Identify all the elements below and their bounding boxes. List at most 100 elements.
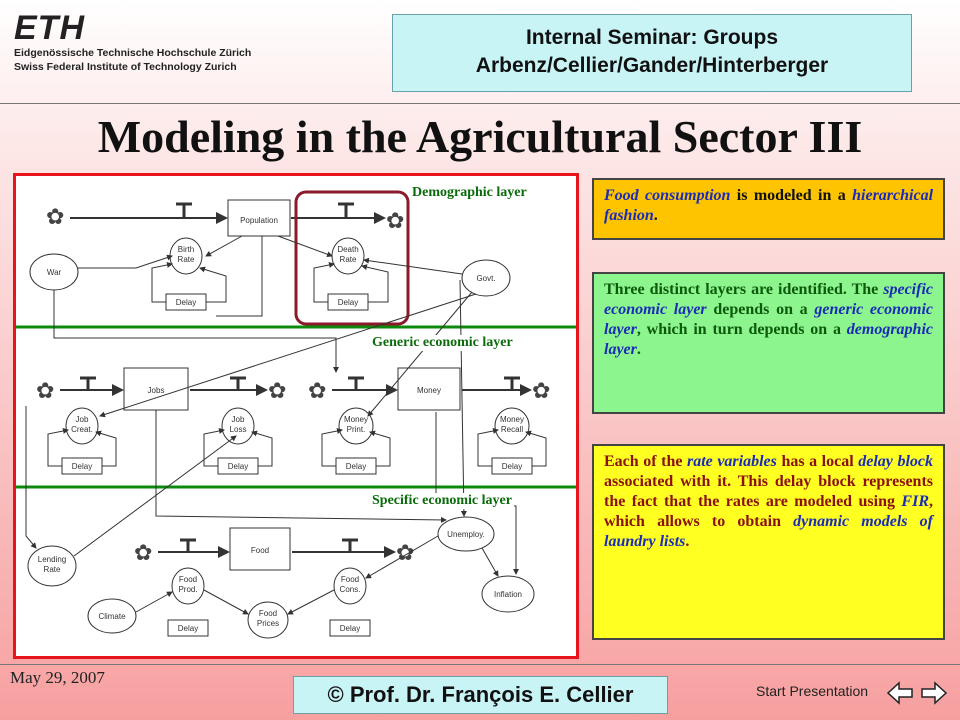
population-box — [227, 199, 291, 237]
slide-title: Modeling in the Agricultural Sector III — [97, 111, 863, 162]
death-rate-label1: Death — [337, 245, 358, 254]
box3-text5: . — [685, 533, 690, 550]
back-arrow-icon[interactable] — [886, 680, 916, 706]
box3-emph1: rate variables — [687, 453, 777, 470]
food-prod-label1: Food — [179, 575, 197, 584]
climate-node — [87, 598, 137, 634]
job-creat-delay-label: Delay — [72, 462, 92, 471]
food-prices-node — [247, 601, 289, 639]
generic-economic-layer-group: ✿ ✿ Jobs Job Creat. Job Loss Delay Delay… — [36, 290, 550, 475]
food-consumption-box: Food consumption is modeled in a hierarc… — [592, 178, 945, 240]
generic-economic-layer-label: Generic economic layer — [370, 335, 515, 351]
eth-logo-line1: Eidgenössische Technische Hochschule Zür… — [14, 47, 252, 59]
job-loss-label1: Job — [232, 415, 245, 424]
box2-emph1: specific economic layer — [604, 281, 933, 318]
footer-divider — [0, 664, 960, 665]
box2-emph2: generic economic layer — [604, 301, 934, 338]
money-print-delay-label: Delay — [346, 462, 366, 471]
inflation-label: Inflation — [494, 590, 522, 599]
food-box — [229, 527, 291, 571]
copyright-banner: © Prof. Dr. François E. Cellier — [293, 676, 668, 714]
birth-rate-label2: Rate — [178, 255, 195, 264]
box1-emph2: hierarchical fashion — [604, 187, 934, 224]
box1-emph1: Food consumption — [604, 187, 731, 204]
lending-rate-node — [27, 545, 77, 587]
eth-logo-text: ETH — [14, 9, 85, 47]
money-print-node — [338, 407, 374, 445]
diagram-svg: ✿ ✿ Population Birth Rate Delay Death — [16, 190, 576, 639]
death-rate-label2: Rate — [340, 255, 357, 264]
header-divider — [0, 103, 960, 104]
jobs-source-cloud-icon: ✿ — [36, 378, 54, 403]
box3-text2: has a local — [776, 453, 859, 470]
food-cons-label1: Food — [341, 575, 359, 584]
box2-text3: , which in turn depends on a — [636, 321, 847, 338]
sink-cloud-icon: ✿ — [386, 208, 404, 233]
job-creat-label1: Job — [76, 415, 89, 424]
food-prod-label2: Prod. — [178, 585, 197, 594]
food-label: Food — [251, 546, 269, 555]
eth-logo: ETH Eidgenössische Technische Hochschule… — [14, 10, 254, 82]
food-cons-delay-label: Delay — [340, 624, 360, 633]
job-creat-node — [65, 407, 99, 445]
specific-economic-layer-group: ✿ ✿ Food Food Prod. Food Cons. Food Pric… — [25, 279, 535, 639]
box3-text3: associated with it. This delay block rep… — [604, 473, 933, 510]
govt-label: Govt. — [476, 274, 495, 283]
food-prod-node — [171, 567, 205, 605]
box2-text1: Three distinct layers are identified. Th… — [604, 281, 884, 298]
box1-text2: . — [653, 207, 658, 224]
death-rate-highlight — [294, 190, 410, 326]
money-recall-node — [494, 407, 530, 445]
govt-node — [461, 259, 511, 297]
box3-text4: , which allows to obtain — [604, 493, 933, 530]
food-prices-label1: Food — [259, 609, 277, 618]
jobs-label: Jobs — [148, 386, 165, 395]
lending-rate-label1: Lending — [38, 555, 66, 564]
war-label: War — [47, 268, 62, 277]
inflation-node — [481, 575, 535, 613]
demographic-layer-group: ✿ ✿ Population Birth Rate Delay Death — [29, 190, 511, 326]
food-cons-label2: Cons. — [340, 585, 361, 594]
box2-text2: depends on a — [706, 301, 815, 318]
job-loss-delay-label: Delay — [228, 462, 248, 471]
forward-arrow-icon[interactable] — [918, 680, 948, 706]
seminar-line2: Arbenz/Cellier/Gander/Hinterberger — [475, 54, 829, 77]
death-delay-label: Delay — [338, 298, 358, 307]
box3-text1: Each of the — [604, 453, 687, 470]
box3-emph2: delay block — [858, 453, 934, 470]
source-cloud-icon: ✿ — [46, 204, 64, 229]
specific-economic-layer-label: Specific economic layer — [370, 493, 514, 509]
seminar-line1: Internal Seminar: Groups — [525, 26, 779, 49]
money-recall-label2: Recall — [501, 425, 523, 434]
lending-rate-label2: Rate — [44, 565, 61, 574]
box1-text1: is modeled in a — [730, 187, 853, 204]
layers-box: Three distinct layers are identified. Th… — [592, 272, 945, 414]
job-creat-label2: Creat. — [71, 425, 93, 434]
birth-delay-label: Delay — [176, 298, 196, 307]
box2-text4: . — [636, 341, 641, 358]
system-diagram: ✿ ✿ Population Birth Rate Delay Death — [13, 173, 579, 659]
food-prod-delay-box — [167, 619, 209, 637]
money-source-cloud-icon: ✿ — [308, 378, 326, 403]
food-prod-delay-label: Delay — [178, 624, 198, 633]
box3-emph3: FIR — [901, 493, 929, 510]
population-label: Population — [240, 216, 278, 225]
climate-label: Climate — [98, 612, 126, 621]
money-recall-delay-label: Delay — [502, 462, 522, 471]
box3-emph4: dynamic models of laundry lists — [604, 513, 933, 550]
food-sink-cloud-icon: ✿ — [396, 540, 414, 565]
jobs-sink-cloud-icon: ✿ — [268, 378, 286, 403]
box2-emph3: demographic layer — [604, 321, 933, 358]
money-box — [397, 367, 461, 411]
money-label: Money — [417, 386, 441, 395]
seminar-banner: Internal Seminar: Groups Arbenz/Cellier/… — [392, 14, 912, 92]
start-presentation-link[interactable]: Start Presentation — [756, 683, 869, 699]
food-prices-label2: Prices — [257, 619, 279, 628]
food-cons-delay-box — [329, 619, 371, 637]
unemploy-label: Unemploy. — [447, 530, 485, 539]
food-source-cloud-icon: ✿ — [134, 540, 152, 565]
job-loss-label2: Loss — [230, 425, 247, 434]
delay-block-box: Each of the rate variables has a local d… — [592, 444, 945, 640]
money-recall-label1: Money — [500, 415, 524, 424]
money-print-label1: Money — [344, 415, 368, 424]
